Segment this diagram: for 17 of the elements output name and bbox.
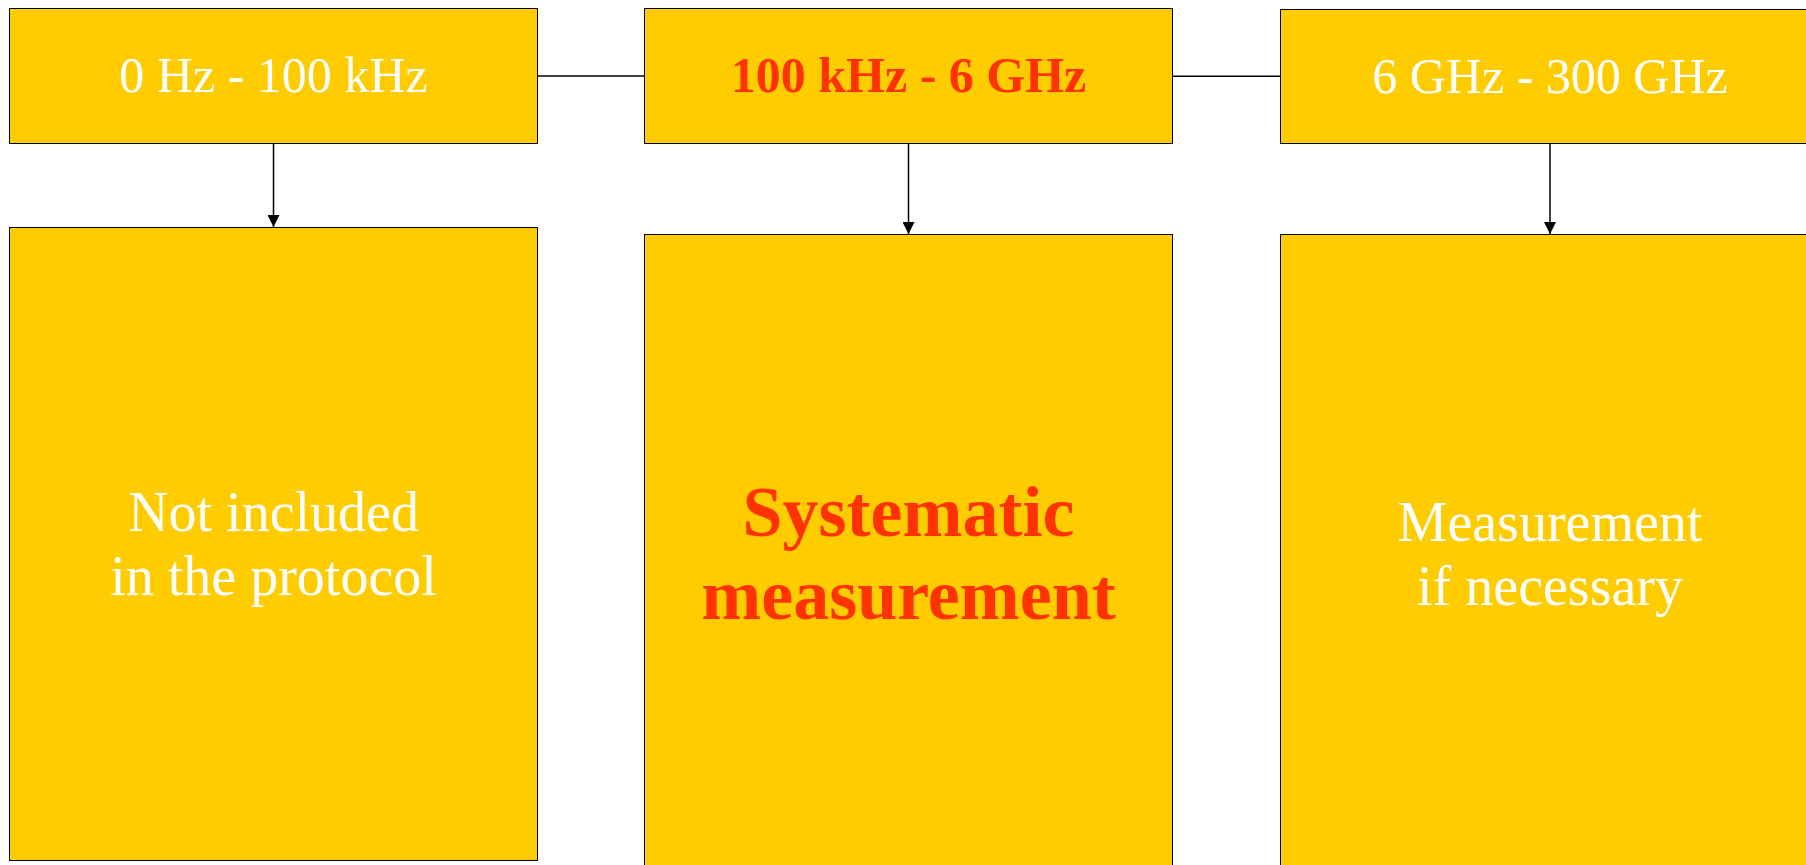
process-box [1280,234,1806,865]
arrow [902,143,915,235]
process-box [1280,9,1806,144]
arrow [1544,143,1556,235]
box-label: 100 kHz - 6 GHz [730,47,1087,105]
box-label: Measurement if necessary [1396,489,1704,619]
box-label: Systematic measurement [700,471,1117,637]
process-box [644,8,1173,144]
box-label: Not included in the protocol [109,479,438,609]
box-label: 0 Hz - 100 kHz [119,47,428,105]
arrow [267,143,280,228]
process-box [9,8,538,144]
box-label: 6 GHz - 300 GHz [1372,47,1728,106]
connector-line [1172,75,1281,77]
process-box [9,227,538,861]
connector-line [537,75,645,77]
process-box [644,234,1173,865]
